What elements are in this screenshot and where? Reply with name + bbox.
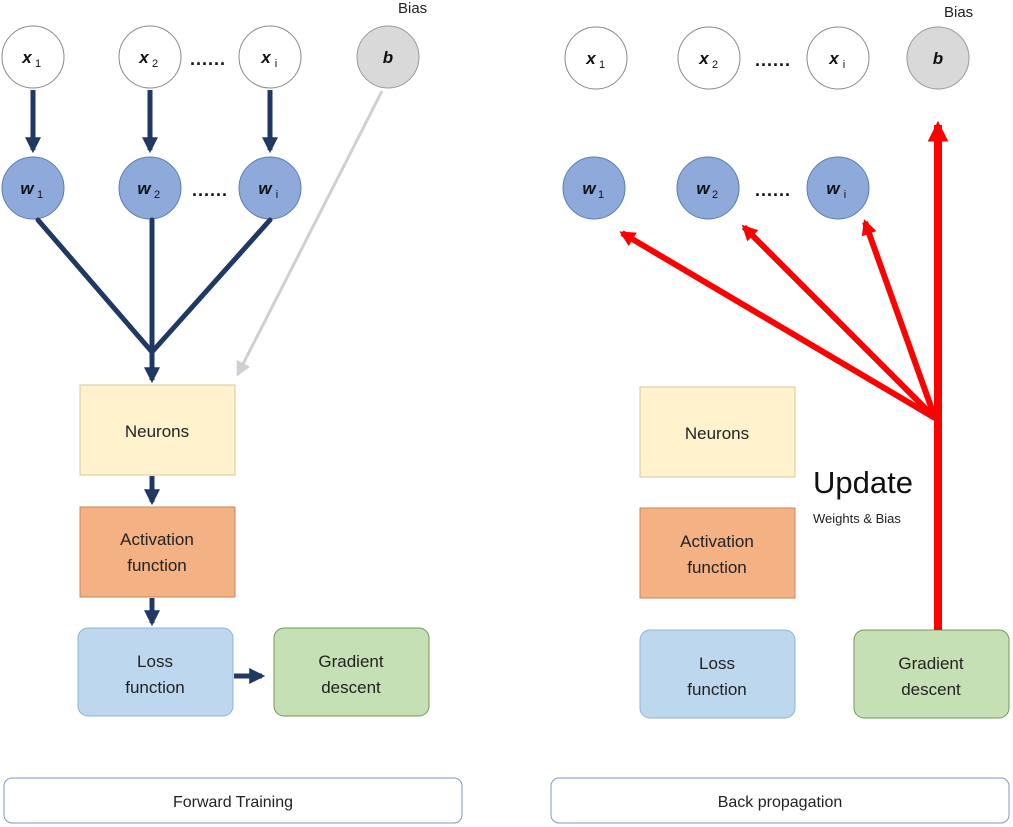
back-neurons-box: Neurons [639, 386, 796, 478]
back-weight-ellipsis: ...... [755, 180, 791, 200]
box-label-line2: function [687, 680, 747, 699]
box-label-line2: function [125, 678, 185, 697]
node-symbol: w [137, 179, 152, 198]
node-symbol: x [828, 49, 840, 68]
node-symbol: w [258, 179, 273, 198]
node-symbol: b [933, 49, 943, 68]
node-symbol: w [582, 179, 597, 198]
node-symbol: b [383, 48, 393, 67]
back-caption-label: Back propagation [718, 794, 843, 811]
forward-bias-node: b [356, 25, 420, 89]
box-label: Neurons [125, 422, 189, 441]
red-arrow-to-wi [861, 219, 938, 420]
box-label-line2: descent [321, 678, 381, 697]
red-arrow-to-w1 [619, 230, 937, 421]
forward-caption-label: Forward Training [173, 794, 293, 811]
node-symbol: x [260, 48, 272, 67]
box-label-line1: Loss [699, 654, 735, 673]
node-subscript: 2 [712, 59, 718, 71]
box-label-line1: Loss [137, 652, 173, 671]
back-weight-node-w2: w 2 [676, 156, 740, 220]
forward-weight-node-w2: w 2 [118, 156, 182, 220]
node-subscript: 1 [37, 189, 43, 201]
box-label-line1: Gradient [318, 652, 383, 671]
forward-weight-node-w1: w 1 [1, 156, 65, 220]
node-subscript: i [843, 59, 845, 71]
box-label-line1: Activation [680, 532, 754, 551]
forward-weight-node-wi: w i [238, 156, 302, 220]
box-label-line1: Gradient [898, 654, 963, 673]
back-bias-label: Bias [944, 4, 973, 21]
back-caption-box: Back propagation [550, 777, 1010, 824]
back-loss-box: Loss function [639, 629, 796, 719]
forward-loss-box: Loss function [77, 627, 234, 717]
red-arrow-to-w2 [741, 224, 938, 421]
node-symbol: w [696, 179, 711, 198]
back-gradient-box: Gradient descent [853, 629, 1010, 719]
line-w1-to-junction [35, 217, 155, 355]
back-panel: Bias x 1 x 2 ...... x i b w 1 w [550, 4, 1010, 824]
back-input-ellipsis: ...... [755, 50, 791, 70]
forward-activation-box: Activation function [79, 506, 236, 598]
forward-input-ellipsis: ...... [190, 49, 226, 69]
box-label: Neurons [685, 424, 749, 443]
back-input-node-xi: x i [806, 26, 870, 90]
node-symbol: w [826, 179, 841, 198]
node-subscript: 2 [152, 58, 158, 70]
line-wi-to-junction [149, 217, 273, 355]
node-symbol: x [585, 49, 597, 68]
node-subscript: 1 [599, 59, 605, 71]
forward-caption-box: Forward Training [3, 777, 463, 824]
node-symbol: x [138, 48, 150, 67]
box-label-line2: descent [901, 680, 961, 699]
back-input-node-x1: x 1 [564, 26, 628, 90]
forward-panel: Bias x 1 x 2 ...... x i b w 1 [1, 0, 463, 824]
forward-input-node-x2: x 2 [118, 25, 182, 89]
node-subscript: 2 [154, 189, 160, 201]
box-label-line2: function [127, 556, 187, 575]
forward-gradient-box: Gradient descent [273, 627, 430, 717]
back-input-node-x2: x 2 [677, 26, 741, 90]
forward-bias-label: Bias [398, 0, 427, 17]
node-symbol: x [698, 49, 710, 68]
node-subscript: i [276, 189, 278, 201]
forward-neurons-box: Neurons [79, 384, 236, 476]
back-bias-node: b [906, 26, 970, 90]
node-subscript: 2 [712, 189, 718, 201]
node-symbol: x [21, 48, 33, 67]
arrow-bias-to-neurons [236, 90, 384, 377]
forward-input-node-xi: x i [238, 25, 302, 89]
node-subscript: 1 [35, 58, 41, 70]
node-subscript: i [844, 189, 846, 201]
forward-input-node-x1: x 1 [1, 25, 65, 89]
back-activation-box: Activation function [639, 507, 796, 599]
node-symbol: w [20, 179, 35, 198]
node-subscript: i [275, 58, 277, 70]
node-subscript: 1 [598, 189, 604, 201]
back-weight-node-w1: w 1 [562, 156, 626, 220]
back-weight-node-wi: w i [806, 156, 870, 220]
forward-weight-ellipsis: ...... [192, 180, 228, 200]
update-subtitle: Weights & Bias [813, 511, 901, 526]
box-label-line2: function [687, 558, 747, 577]
update-title: Update [813, 465, 913, 500]
box-label-line1: Activation [120, 530, 194, 549]
